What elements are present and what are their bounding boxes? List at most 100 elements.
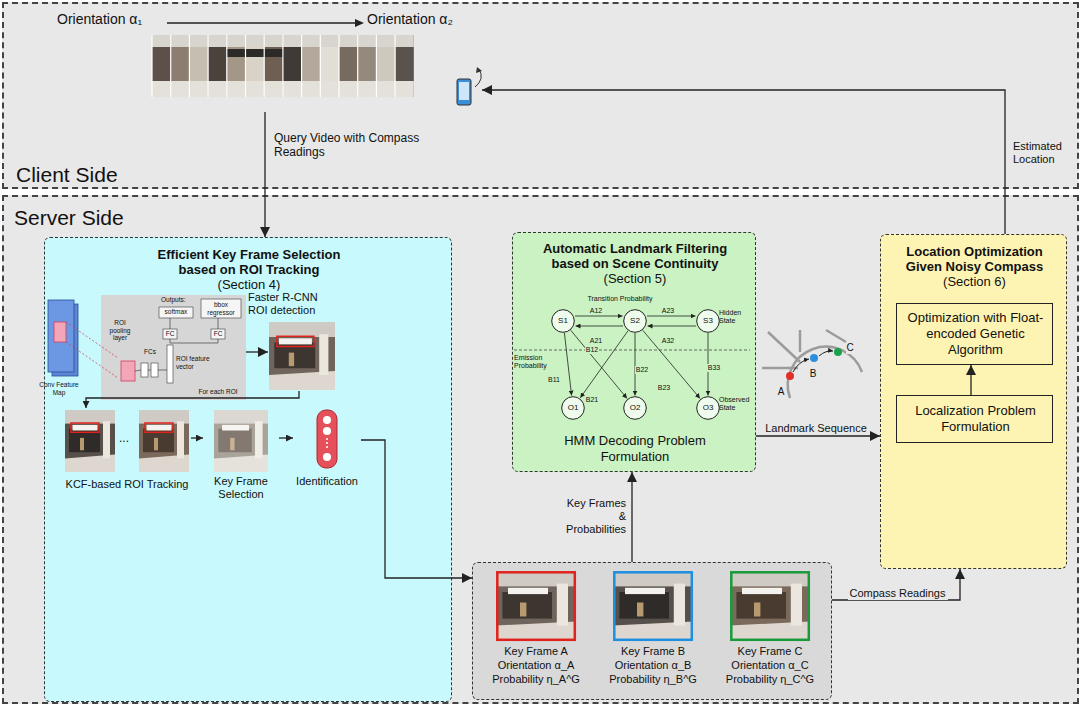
edge-label: A23 [661, 307, 675, 315]
observed-state: O1 [561, 396, 585, 420]
edge-label: B33 [707, 364, 721, 372]
text-slot: FC [211, 330, 225, 338]
node-text: Optimization with Float-encoded Genetic … [901, 310, 1050, 358]
ellipsis: ... [119, 431, 129, 445]
figure-label: Conv Feature Map [36, 381, 82, 397]
text-slot: Orientation α_C [715, 659, 825, 672]
process-box: Optimization with Float-encoded Genetic … [896, 303, 1053, 365]
edge-label: B21 [585, 396, 599, 404]
label-slot: B21 [577, 388, 607, 406]
map-point-label: A [778, 386, 785, 398]
node-text: Location Optimization Given Noisy Compas… [889, 244, 1060, 274]
connector [576, 326, 624, 327]
node-text: Orientation α₁ [57, 11, 169, 28]
hidden-state: S3 [696, 309, 720, 333]
edge-label: B23 [657, 384, 671, 392]
label-slot: Transition Probability [570, 287, 670, 305]
edge-label: A32 [661, 337, 675, 345]
text-slot: bbox regressor [201, 301, 241, 316]
text-slot: FC [163, 330, 177, 338]
label-slot: Key Frames & Probabilities [556, 497, 628, 537]
figure-text: FCs [139, 348, 161, 356]
text-slot: Identification [293, 475, 361, 488]
connector [264, 112, 265, 237]
text-slot: Outputs: [161, 296, 201, 304]
identification: Identification [293, 408, 361, 500]
text-slot: S3 [696, 315, 720, 326]
node-text: Localization Problem Formulation [901, 403, 1050, 435]
keyframes-box: Key Frame AOrientation α_AProbability η_… [472, 562, 832, 700]
label-slot: Emission Probability [514, 354, 554, 372]
text-slot: O3 [696, 402, 720, 413]
node-text: KCF-based ROI Tracking [63, 478, 191, 491]
text-slot: Key Frame Selection [203, 475, 279, 501]
label-slot: Query Video with Compass Readings [272, 131, 422, 160]
node-text: O2 [623, 402, 647, 413]
edge-label: B11 [547, 376, 561, 384]
label-slot: Compass Readings [840, 583, 955, 601]
text-slot: Optimization with Float-encoded Genetic … [901, 310, 1050, 358]
node-text: Orientation α_B [598, 659, 708, 672]
connector [575, 316, 623, 317]
node-text: O1 [561, 402, 585, 413]
connector [246, 351, 268, 352]
detection-image [268, 321, 336, 391]
edge-label: A12 [589, 307, 603, 315]
text-slot: Localization Problem Formulation [901, 403, 1050, 435]
text-slot: Server Side [14, 205, 214, 230]
label-slot: A21 [581, 329, 611, 347]
process-box: Localization Problem Formulation [896, 395, 1053, 443]
text-slot: Orientation α₁ [57, 11, 169, 28]
node-text: Key Frame A [481, 645, 591, 658]
text-slot: HMM Decoding Problem Formulation [553, 433, 717, 465]
label-slot: C [845, 337, 855, 355]
node-text: Automatic Landmark Filtering based on Sc… [523, 241, 747, 271]
edge-label: Landmark Sequence [763, 422, 869, 435]
node-text: S3 [696, 315, 720, 326]
node-text: HMM Decoding Problem Formulation [553, 433, 717, 465]
key-frame: Key Frame BOrientation α_BProbability η_… [598, 569, 708, 691]
label-slot: B11 [539, 368, 569, 386]
observed-state: O3 [696, 396, 720, 420]
query-video: Orientation α₁Orientation α₂ [52, 7, 482, 112]
figure-text: ROI feature vector [176, 355, 216, 370]
node-text: (Section 6) [889, 274, 1060, 289]
label-slot: Observed State [719, 396, 753, 414]
hmm-module: Automatic Landmark Filtering based on Sc… [512, 232, 756, 472]
text-slot: Key Frame B [598, 645, 708, 658]
text-slot: Efficient Key Frame Selection based on R… [139, 247, 359, 277]
label-slot: Landmark Sequence [757, 418, 875, 436]
figure-text: bbox regressor [201, 301, 241, 316]
text-slot: ROI feature vector [176, 355, 216, 370]
connector [635, 333, 636, 396]
figure-text: ROI pooling layer [103, 319, 137, 342]
label-slot: ... [112, 428, 136, 446]
edge-label: B12 [585, 346, 599, 354]
node-text: O3 [696, 402, 720, 413]
edge-label: Query Video with Compass Readings [272, 131, 422, 159]
text-slot: ROI pooling layer [103, 319, 137, 342]
node-text: Orientation α_A [481, 659, 591, 672]
node-text: Probability η_A^G [481, 673, 591, 686]
label-slot: Hidden State [719, 309, 751, 327]
edge-label: Estimated Location [1011, 140, 1073, 166]
node-text: S2 [623, 315, 647, 326]
connector [191, 437, 203, 438]
text-slot: O1 [561, 402, 585, 413]
label-slot: A32 [653, 329, 683, 347]
connector [756, 435, 880, 436]
text-slot: (Section 6) [889, 274, 1060, 289]
edge-label: Key Frames & Probabilities [556, 497, 628, 536]
node-text: (Section 4) [139, 277, 359, 292]
illustration [481, 569, 591, 691]
label-slot: B23 [649, 376, 679, 394]
text-slot: Probability η_C^G [715, 673, 825, 686]
illustration [715, 569, 825, 691]
hidden-state: S1 [551, 309, 575, 333]
node-text: Key Frame B [598, 645, 708, 658]
label-slot: B [808, 363, 818, 381]
location-module: Location Optimization Given Noisy Compas… [880, 234, 1067, 569]
label-slot: B22 [627, 358, 657, 376]
hidden-state: S2 [623, 309, 647, 333]
node-text: Probability η_B^G [598, 673, 708, 686]
